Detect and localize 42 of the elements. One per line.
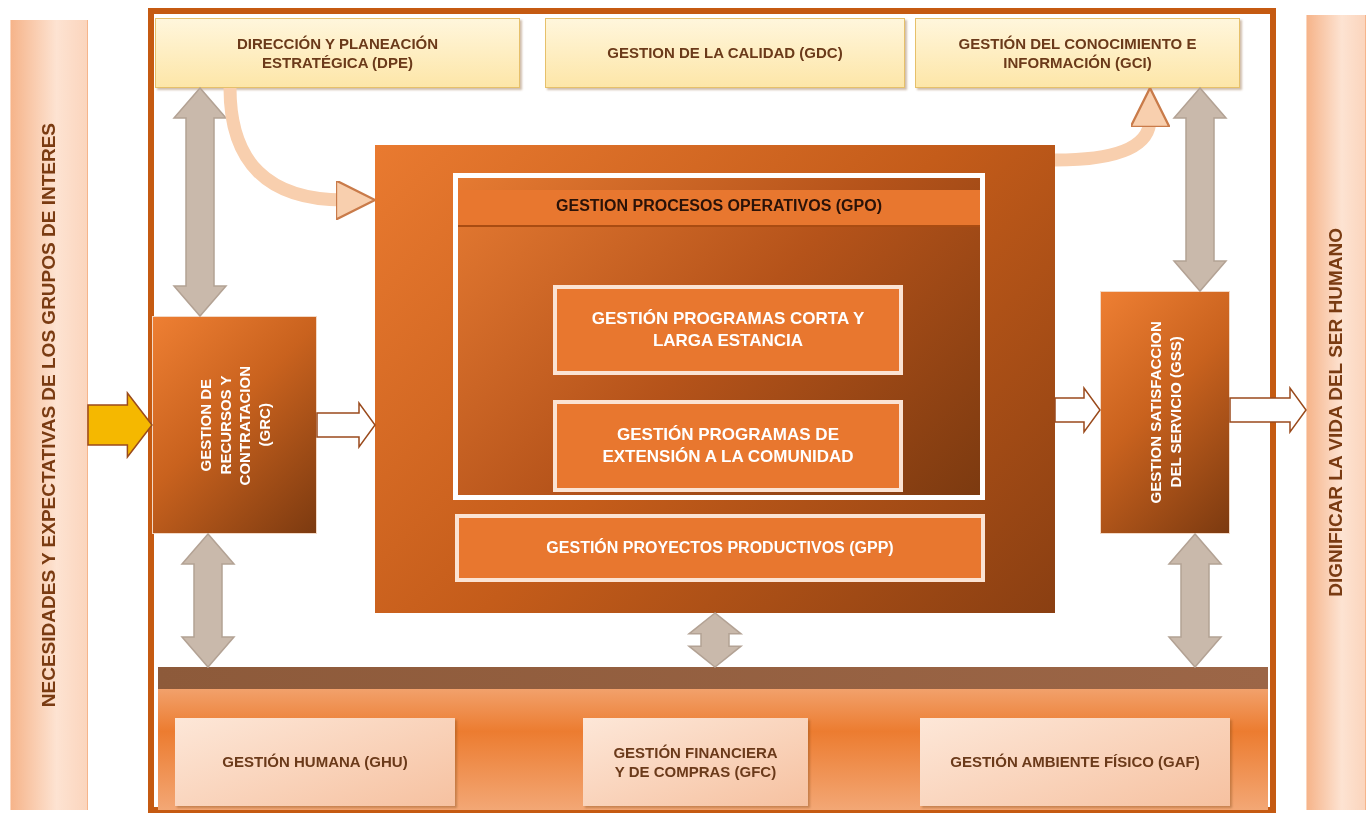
curved-arrow bbox=[223, 87, 377, 221]
double-arrow bbox=[686, 612, 744, 668]
process-box bbox=[920, 718, 1230, 806]
process-box bbox=[553, 285, 903, 375]
process-box bbox=[455, 514, 985, 582]
double-arrow bbox=[172, 86, 228, 318]
process-label: DIGNIFICAR LA VIDA DEL SER HUMANO bbox=[1323, 228, 1347, 597]
block-arrow bbox=[316, 400, 376, 450]
block-arrow bbox=[1054, 385, 1101, 435]
container-box bbox=[148, 8, 1276, 813]
block-arrow bbox=[87, 390, 153, 460]
process-box bbox=[915, 18, 1240, 88]
process-label: GESTION SATISFACCION DEL SERVICIO (GSS) bbox=[1145, 320, 1185, 506]
process-label: GESTIÓN AMBIENTE FÍSICO (GAF) bbox=[950, 752, 1200, 772]
double-arrow bbox=[1167, 532, 1223, 669]
process-box bbox=[175, 718, 455, 806]
process-label: GESTIÓN FINANCIERA Y DE COMPRAS (GFC) bbox=[613, 742, 778, 782]
process-label: GESTION PROCESOS OPERATIVOS (GPO) bbox=[556, 196, 882, 216]
process-label: GESTIÓN HUMANA (GHU) bbox=[222, 752, 408, 772]
process-label: GESTIÓN PROGRAMAS CORTA Y LARGA ESTANCIA bbox=[590, 307, 866, 352]
process-box bbox=[155, 18, 520, 88]
process-label: GESTIÓN PROYECTOS PRODUCTIVOS (GPP) bbox=[546, 537, 894, 558]
curved-arrow bbox=[1054, 87, 1170, 167]
process-box bbox=[553, 400, 903, 492]
process-box bbox=[453, 173, 985, 500]
process-box bbox=[152, 316, 317, 534]
process-label: DIRECCIÓN Y PLANEACIÓN ESTRATÉGICA (DPE) bbox=[235, 33, 440, 73]
process-label: GESTION DE LA CALIDAD (GDC) bbox=[607, 43, 843, 63]
process-label: GESTION DE RECURSOS Y CONTRATACION (GRC) bbox=[195, 364, 274, 487]
double-arrow bbox=[180, 532, 236, 669]
double-arrow bbox=[1172, 86, 1228, 293]
process-box bbox=[583, 718, 808, 806]
process-box bbox=[545, 18, 905, 88]
process-label: NECESIDADES Y EXPECTATIVAS DE LOS GRUPOS DE INTERES bbox=[36, 122, 60, 708]
container-box bbox=[158, 667, 1268, 810]
process-label: GESTIÓN PROGRAMAS DE EXTENSIÓN A LA COMUNIDAD bbox=[601, 423, 855, 468]
process-label: GESTIÓN DEL CONOCIMIENTO E INFORMACIÓN (GCI) bbox=[957, 33, 1198, 73]
side-band bbox=[1306, 15, 1366, 810]
process-box bbox=[1100, 291, 1230, 534]
container-box bbox=[375, 145, 1055, 613]
block-arrow bbox=[1229, 385, 1307, 435]
side-band bbox=[10, 20, 88, 810]
